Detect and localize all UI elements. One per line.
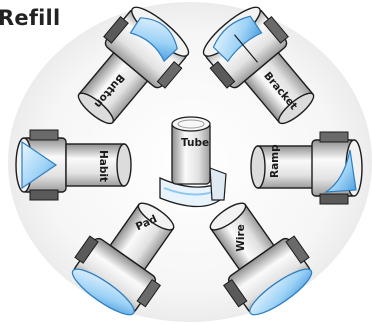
button-part: Button <box>77 6 190 125</box>
tube-part: Tube <box>159 116 227 208</box>
ramp-part: Ramp <box>250 131 363 205</box>
ramp-label: Ramp <box>269 144 281 178</box>
bracket-part: Bracket <box>202 6 315 125</box>
pad-part: Pad <box>71 202 175 316</box>
habit-label: Habit <box>97 150 109 182</box>
habit-part: Habit <box>15 129 132 201</box>
wire-part: Wire <box>209 202 313 316</box>
wire-label: Wire <box>235 224 247 251</box>
tube-label: Tube <box>181 137 209 149</box>
diagram-title: Refill <box>0 6 61 30</box>
